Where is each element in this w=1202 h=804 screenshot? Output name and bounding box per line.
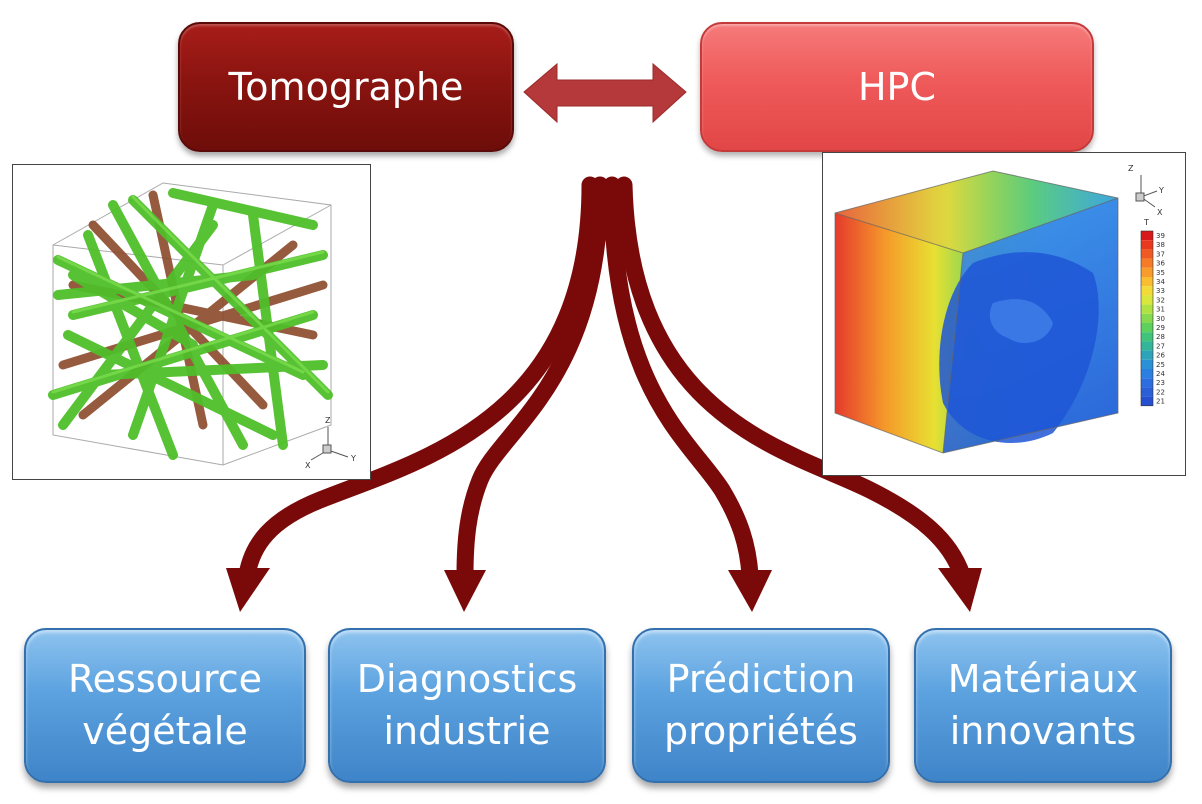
legend-value: 25 — [1156, 361, 1165, 369]
legend-swatch — [1141, 396, 1153, 406]
output-box-prediction: Prédiction propriétés — [632, 628, 890, 783]
legend-swatch — [1141, 313, 1153, 323]
legend-swatch — [1141, 267, 1153, 277]
legend-value: 37 — [1156, 250, 1165, 258]
legend-swatch — [1141, 258, 1153, 268]
legend-value: 28 — [1156, 333, 1165, 341]
legend-swatch — [1141, 359, 1153, 369]
legend-swatch — [1141, 369, 1153, 379]
legend-value: 31 — [1156, 306, 1165, 314]
tomographe-box: Tomographe — [178, 22, 514, 152]
axis-z-label: Z — [1128, 164, 1134, 173]
legend-value: 34 — [1156, 278, 1165, 286]
legend-swatch — [1141, 350, 1153, 360]
legend-swatch — [1141, 277, 1153, 287]
legend-value: 24 — [1156, 370, 1165, 378]
output-line1: Diagnostics — [356, 657, 578, 702]
hpc-label: HPC — [857, 65, 937, 109]
axis-y-label: Y — [350, 454, 356, 463]
double-arrow-icon — [523, 62, 687, 124]
legend-swatch — [1141, 304, 1153, 314]
tomography-image: Z X Y — [12, 164, 371, 480]
output-line2: végétale — [82, 708, 248, 753]
arrow-to-diagnostics — [456, 176, 609, 584]
legend-value: 36 — [1156, 260, 1165, 268]
legend-swatch — [1141, 286, 1153, 296]
legend-swatch — [1141, 323, 1153, 333]
legend-swatch — [1141, 332, 1153, 342]
tomographe-label: Tomographe — [228, 65, 464, 109]
legend-value: 22 — [1156, 388, 1165, 396]
legend-value: 29 — [1156, 324, 1165, 332]
legend-value: 35 — [1156, 269, 1165, 277]
legend-swatch — [1141, 231, 1153, 241]
output-line2: industrie — [383, 708, 551, 753]
output-line1: Matériaux — [947, 657, 1139, 702]
arrow-to-prediction — [603, 176, 759, 584]
axis-gizmo — [310, 427, 349, 461]
legend-value: 38 — [1156, 241, 1165, 249]
legend-title: T — [1143, 218, 1149, 227]
legend-value: 26 — [1156, 352, 1165, 360]
output-box-diagnostics: Diagnostics industrie — [328, 628, 606, 783]
axis-x-label: X — [305, 461, 311, 470]
legend-value: 23 — [1156, 379, 1165, 387]
output-line1: Prédiction — [666, 657, 856, 702]
axis-z-label: Z — [325, 416, 331, 425]
output-line2: propriétés — [664, 708, 858, 753]
fiber-cube-rendering: Z X Y — [48, 182, 356, 470]
output-line2: innovants — [949, 708, 1137, 753]
arrow-to-ressource — [238, 176, 599, 584]
legend-value: 33 — [1156, 287, 1165, 295]
legend-swatch — [1141, 387, 1153, 397]
arrow-heads — [226, 568, 982, 612]
legend-value: 39 — [1156, 232, 1165, 240]
legend-border — [1140, 230, 1154, 407]
legend-swatch — [1141, 378, 1153, 388]
arrow-to-materiaux — [615, 176, 971, 584]
legend-swatch — [1141, 240, 1153, 250]
legend-value: 27 — [1156, 342, 1165, 350]
branch-arrow-icon — [238, 176, 971, 584]
legend-swatch — [1141, 249, 1153, 259]
legend-swatch — [1141, 295, 1153, 305]
output-box-ressource: Ressource végétale — [24, 628, 306, 783]
output-box-materiaux: Matériaux innovants — [914, 628, 1172, 783]
legend-value: 30 — [1156, 315, 1165, 323]
axis-y-label: Y — [1158, 186, 1164, 195]
axis-x-label: X — [1157, 208, 1163, 217]
legend-value: 32 — [1156, 296, 1165, 304]
hpc-box: HPC — [700, 22, 1094, 152]
axis-gizmo — [1135, 175, 1158, 208]
output-line1: Ressource — [67, 657, 263, 702]
legend-value: 21 — [1156, 398, 1165, 406]
legend-swatch — [1141, 341, 1153, 351]
